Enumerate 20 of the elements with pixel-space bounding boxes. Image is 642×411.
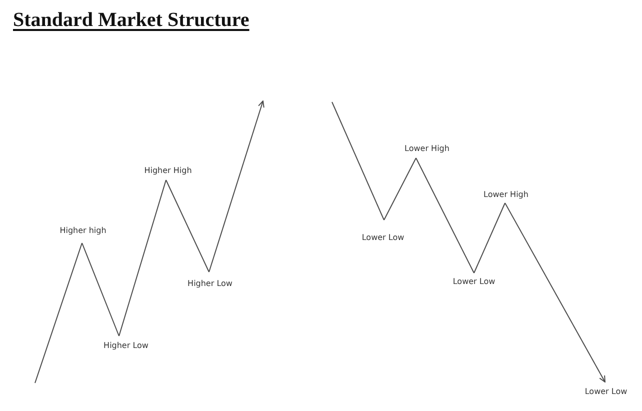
swing-point-label: Lower High	[484, 190, 528, 200]
diagram-title: Standard Market Structure	[13, 8, 250, 32]
swing-point-label: Higher High	[144, 166, 192, 176]
trend-arrow	[504, 202, 606, 382]
trend-arrow	[208, 100, 264, 272]
swing-line	[416, 158, 474, 274]
swing-point-label: Higher Low	[104, 341, 148, 351]
swing-line	[82, 242, 120, 336]
swing-line	[474, 202, 506, 274]
swing-point-label: Lower Low	[584, 387, 628, 397]
swing-point-label: Lower Low	[452, 277, 496, 287]
swing-point-label: Higher Low	[188, 279, 232, 289]
swing-line	[34, 242, 82, 384]
swing-line	[118, 180, 166, 336]
swing-point-label: Lower High	[404, 144, 450, 154]
swing-line	[384, 158, 416, 220]
swing-point-label: Higher high	[60, 226, 106, 236]
swing-point-label: Lower Low	[362, 233, 404, 243]
swing-line	[166, 180, 210, 272]
swing-line	[332, 102, 384, 220]
